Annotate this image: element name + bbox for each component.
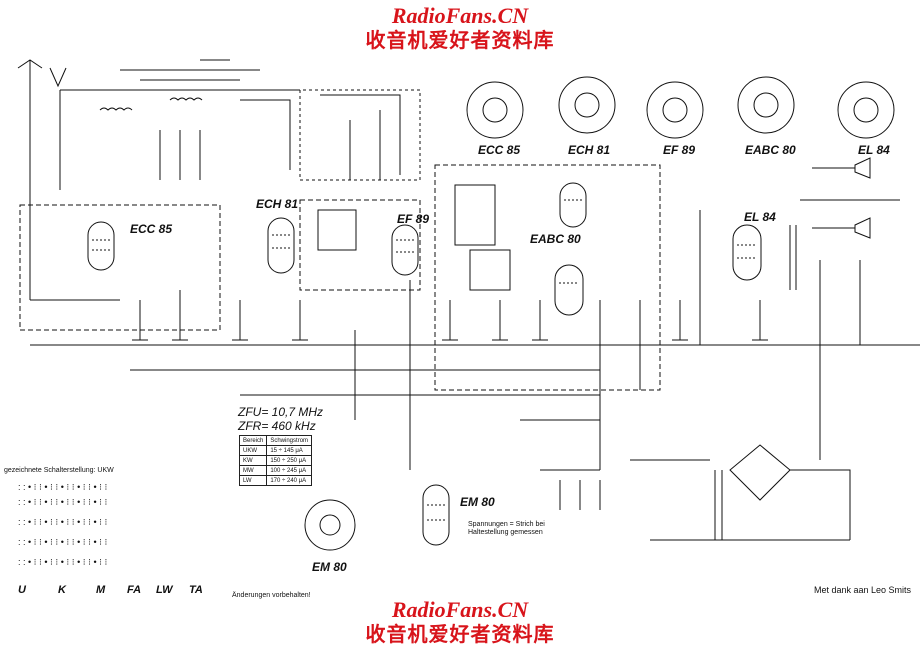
if-frequency-am: ZFR= 460 kHz — [238, 419, 316, 433]
switch-position-ta: TA — [189, 584, 203, 596]
table-cell: 100 ÷ 245 μA — [266, 465, 313, 476]
credit-text: Met dank aan Leo Smits — [814, 585, 912, 595]
switch-position-fa: FA — [127, 584, 142, 596]
switch-position-k: K — [58, 584, 66, 596]
watermark-bottom: RadioFans.CN 收音机爱好者资料库 — [0, 597, 920, 647]
changes-reserved-note: Änderungen vorbehalten! — [232, 592, 311, 599]
watermark-cn: 收音机爱好者资料库 — [365, 28, 555, 52]
watermark-top: RadioFans.CN 收音机爱好者资料库 — [0, 3, 920, 53]
tube-label-el84: EL 84 — [744, 210, 776, 224]
tube-label-ef89: EF 89 — [397, 212, 430, 226]
table-cell: KW — [238, 455, 268, 466]
svg-text:: : • ⁝ ⁝ • ⁝ ⁝ • ⁝ ⁝ •: : : • ⁝ ⁝ • ⁝ ⁝ • ⁝ ⁝ • ⁝ ⁝ • ⁝ ⁝ — [18, 557, 107, 567]
watermark-en: RadioFans.CN — [391, 597, 529, 622]
oscillator-current-table: Bereich Schwingstrom UKW 15 ÷ 145 μA KW … — [238, 435, 313, 486]
svg-text:: : • ⁝ ⁝ • ⁝ ⁝ • ⁝ ⁝ •: : : • ⁝ ⁝ • ⁝ ⁝ • ⁝ ⁝ • ⁝ ⁝ • ⁝ ⁝ — [18, 497, 107, 507]
table-cell: UKW — [238, 445, 268, 456]
tube-label-ech81-top: ECH 81 — [568, 143, 611, 157]
switch-position-lw: LW — [156, 584, 173, 596]
tube-label-ecc85-top: ECC 85 — [478, 143, 521, 157]
table-cell: 15 ÷ 145 μA — [266, 445, 313, 456]
switch-position-m: M — [96, 584, 106, 596]
table-row: KW 150 ÷ 250 μA — [238, 455, 313, 466]
svg-text:: : • ⁝ ⁝ • ⁝ ⁝ • ⁝ ⁝ •: : : • ⁝ ⁝ • ⁝ ⁝ • ⁝ ⁝ • ⁝ ⁝ • ⁝ ⁝ — [18, 482, 107, 492]
tube-label-em80: EM 80 — [460, 495, 495, 509]
table-header-row: Bereich Schwingstrom — [238, 435, 313, 446]
tube-label-eabc80-top: EABC 80 — [745, 143, 796, 157]
tube-label-ecc85: ECC 85 — [130, 222, 173, 236]
switch-legend-title: gezeichnete Schalterstellung: UKW — [4, 467, 114, 474]
tube-label-ech81: ECH 81 — [256, 197, 299, 211]
table-cell: MW — [238, 465, 268, 476]
svg-text:: : • ⁝ ⁝ • ⁝ ⁝ • ⁝ ⁝ •: : : • ⁝ ⁝ • ⁝ ⁝ • ⁝ ⁝ • ⁝ ⁝ • ⁝ ⁝ — [18, 537, 107, 547]
table-cell: 150 ÷ 250 μA — [266, 455, 313, 466]
table-row: LW 170 ÷ 240 μA — [238, 475, 313, 486]
tube-label-el84-top: EL 84 — [858, 143, 890, 157]
voltage-note: Spannungen = Strich bei Haltestellung ge… — [468, 521, 545, 536]
watermark-cn: 收音机爱好者资料库 — [365, 622, 555, 646]
tube-label-ef89-top: EF 89 — [663, 143, 696, 157]
tube-label-eabc80: EABC 80 — [530, 232, 581, 246]
table-header-cell: Bereich — [238, 435, 268, 446]
watermark-en: RadioFans.CN — [391, 3, 529, 28]
table-cell: LW — [238, 475, 268, 486]
table-row: UKW 15 ÷ 145 μA — [238, 445, 313, 456]
table-row: MW 100 ÷ 245 μA — [238, 465, 313, 476]
switch-position-u: U — [18, 584, 26, 596]
tube-label-em80-socket: EM 80 — [312, 560, 347, 574]
if-frequency-fm: ZFU= 10,7 MHz — [238, 405, 324, 419]
svg-text:: : • ⁝ ⁝ • ⁝ ⁝ • ⁝ ⁝ •: : : • ⁝ ⁝ • ⁝ ⁝ • ⁝ ⁝ • ⁝ ⁝ • ⁝ ⁝ — [18, 517, 107, 527]
table-header-cell: Schwingstrom — [266, 435, 313, 446]
table-cell: 170 ÷ 240 μA — [266, 475, 313, 486]
